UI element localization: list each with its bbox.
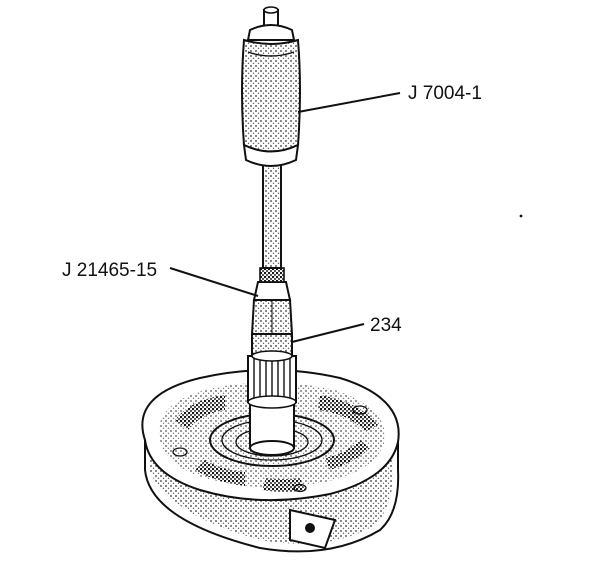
leader-part-234 bbox=[291, 323, 365, 343]
print-speck bbox=[519, 214, 523, 218]
label-slide-hammer: J 7004-1 bbox=[408, 83, 482, 104]
stator-shaft bbox=[247, 333, 297, 456]
leader-adapter bbox=[169, 267, 259, 297]
slide-hammer-weight bbox=[241, 6, 301, 167]
leader-slide-hammer bbox=[297, 92, 401, 113]
slide-hammer-rod bbox=[262, 159, 282, 269]
adapter-tool bbox=[250, 267, 294, 335]
label-part-234: 234 bbox=[370, 315, 402, 336]
label-adapter: J 21465-15 bbox=[62, 260, 157, 281]
